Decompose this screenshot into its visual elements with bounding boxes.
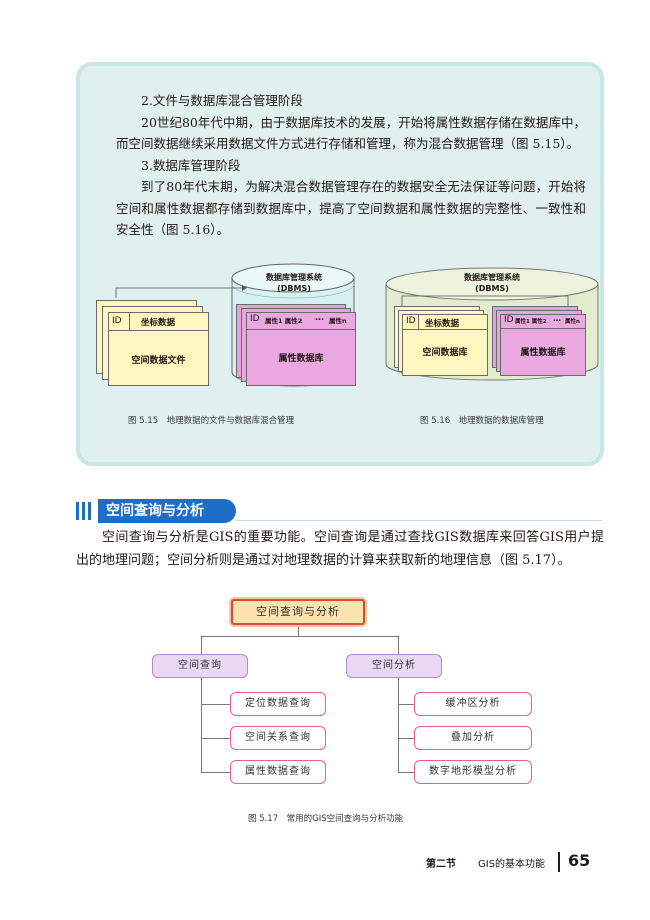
attr-label: 属性数据库 bbox=[278, 354, 324, 364]
tree-leaf-location-query: 定位数据查询 bbox=[230, 692, 326, 716]
spatial-db-paper: ID 坐标数据 空间数据库 bbox=[402, 314, 488, 376]
attr-db-id-column: ID bbox=[504, 315, 514, 325]
attr-id-column: ID bbox=[250, 314, 260, 324]
figure-5-16-caption: 图 5.16 地理数据的数据库管理 bbox=[420, 416, 544, 426]
section-rule bbox=[236, 520, 602, 521]
tree-line-left-3 bbox=[201, 772, 230, 773]
tree-leaf-overlay-analysis: 叠加分析 bbox=[414, 726, 532, 750]
spatial-id-column: ID bbox=[406, 316, 416, 326]
spatial-coord-column: 坐标数据 bbox=[425, 319, 460, 329]
tree-leaf-buffer-analysis: 缓冲区分析 bbox=[414, 692, 532, 716]
heading-mixed-management: 2.文件与数据库混合管理阶段 bbox=[141, 93, 303, 108]
file-label: 空间数据文件 bbox=[131, 356, 186, 366]
reading-box: 2.文件与数据库混合管理阶段 20世纪80年代中期，由于数据库技术的发展，开始将… bbox=[76, 62, 604, 466]
tree-line-root bbox=[298, 627, 299, 636]
tree-leaf-dtm-analysis: 数字地形模型分析 bbox=[414, 760, 532, 784]
figure-5-16: 数据库管理系统 (DBMS) ID 坐标数据 空间数据库 ID 属性1 属性2 … bbox=[382, 266, 602, 432]
attr-card: ID 属性1 属性2 … 属性n 属性数据库 bbox=[246, 312, 356, 386]
dbms-abbr-integrated: (DBMS) bbox=[475, 284, 509, 293]
tree-line-right-3 bbox=[398, 772, 414, 773]
connector-arrow bbox=[115, 285, 247, 298]
figure-5-15-caption: 图 5.15 地理数据的文件与数据库混合管理 bbox=[128, 416, 295, 426]
figure-5-15: 数据库管理系统 (DBMS) ID 坐标数据 空间数据文件 ID 属性1 属性2 bbox=[90, 262, 356, 432]
tree-line-left-trunk bbox=[201, 678, 202, 772]
tree-line-right-trunk bbox=[398, 678, 399, 772]
tree-line-right bbox=[398, 636, 399, 654]
attr-db-ellipsis: … bbox=[553, 314, 561, 323]
tree-line-right-2 bbox=[398, 738, 414, 739]
paragraph-mixed-management: 20世纪80年代中期，由于数据库技术的发展，开始将属性数据存储在数据库中，而空间… bbox=[116, 114, 586, 152]
footer-chapter-title: GIS的基本功能 bbox=[478, 859, 546, 870]
footer-section-label: 第二节 bbox=[426, 859, 456, 870]
tree-line-right-1 bbox=[398, 704, 414, 705]
tree-category-query: 空间查询 bbox=[152, 654, 248, 678]
figure-5-17-caption: 图 5.17 常用的GIS空间查询与分析功能 bbox=[248, 814, 404, 824]
attr-db-card: ID 属性1 属性2 … 属性n 属性数据库 bbox=[500, 314, 586, 376]
attr-db-last-column: 属性n bbox=[565, 319, 580, 325]
section-paragraph: 空间查询与分析是GIS的重要功能。空间查询是通过查找GIS数据库来回答GIS用户… bbox=[76, 530, 604, 568]
page-number: 65 bbox=[568, 851, 591, 870]
attr-ellipsis: … bbox=[315, 313, 324, 323]
tree-line-branch bbox=[201, 636, 399, 637]
tree-line-left bbox=[201, 636, 202, 654]
attr-last-column: 属性n bbox=[329, 317, 347, 325]
file-paper: ID 坐标数据 空间数据文件 bbox=[108, 312, 209, 386]
reading-text: 2.文件与数据库混合管理阶段 20世纪80年代中期，由于数据库技术的发展，开始将… bbox=[116, 90, 586, 241]
spatial-db-label: 空间数据库 bbox=[422, 348, 468, 358]
section-title: 空间查询与分析 bbox=[98, 499, 236, 523]
dbms-title: 数据库管理系统 bbox=[266, 273, 322, 282]
tree-leaf-spatial-relation-query: 空间关系查询 bbox=[230, 726, 326, 750]
section-marker bbox=[76, 502, 94, 524]
heading-database-management: 3.数据库管理阶段 bbox=[141, 157, 241, 173]
attr-db-label: 属性数据库 bbox=[520, 348, 566, 358]
tree-category-analysis: 空间分析 bbox=[346, 654, 442, 678]
paragraph-database-management: 到了80年代末期，为解决混合数据管理存在的数据安全无法保证等问题，开始将空间和属… bbox=[116, 179, 586, 237]
dbms-title-integrated: 数据库管理系统 bbox=[464, 273, 520, 282]
tree-line-left-1 bbox=[201, 704, 230, 705]
tree-line-left-2 bbox=[201, 738, 230, 739]
attr-db-columns: 属性1 属性2 bbox=[515, 319, 547, 325]
section-body: 空间查询与分析是GIS的重要功能。空间查询是通过查找GIS数据库来回答GIS用户… bbox=[76, 526, 604, 572]
footer-separator bbox=[558, 852, 560, 872]
file-coord-column: 坐标数据 bbox=[141, 318, 176, 328]
dbms-abbr: (DBMS) bbox=[277, 284, 311, 293]
attr-columns: 属性1 属性2 bbox=[265, 317, 303, 325]
tree-leaf-attribute-query: 属性数据查询 bbox=[230, 760, 326, 784]
tree-root-node: 空间查询与分析 bbox=[231, 599, 365, 625]
file-id-column: ID bbox=[112, 316, 122, 326]
